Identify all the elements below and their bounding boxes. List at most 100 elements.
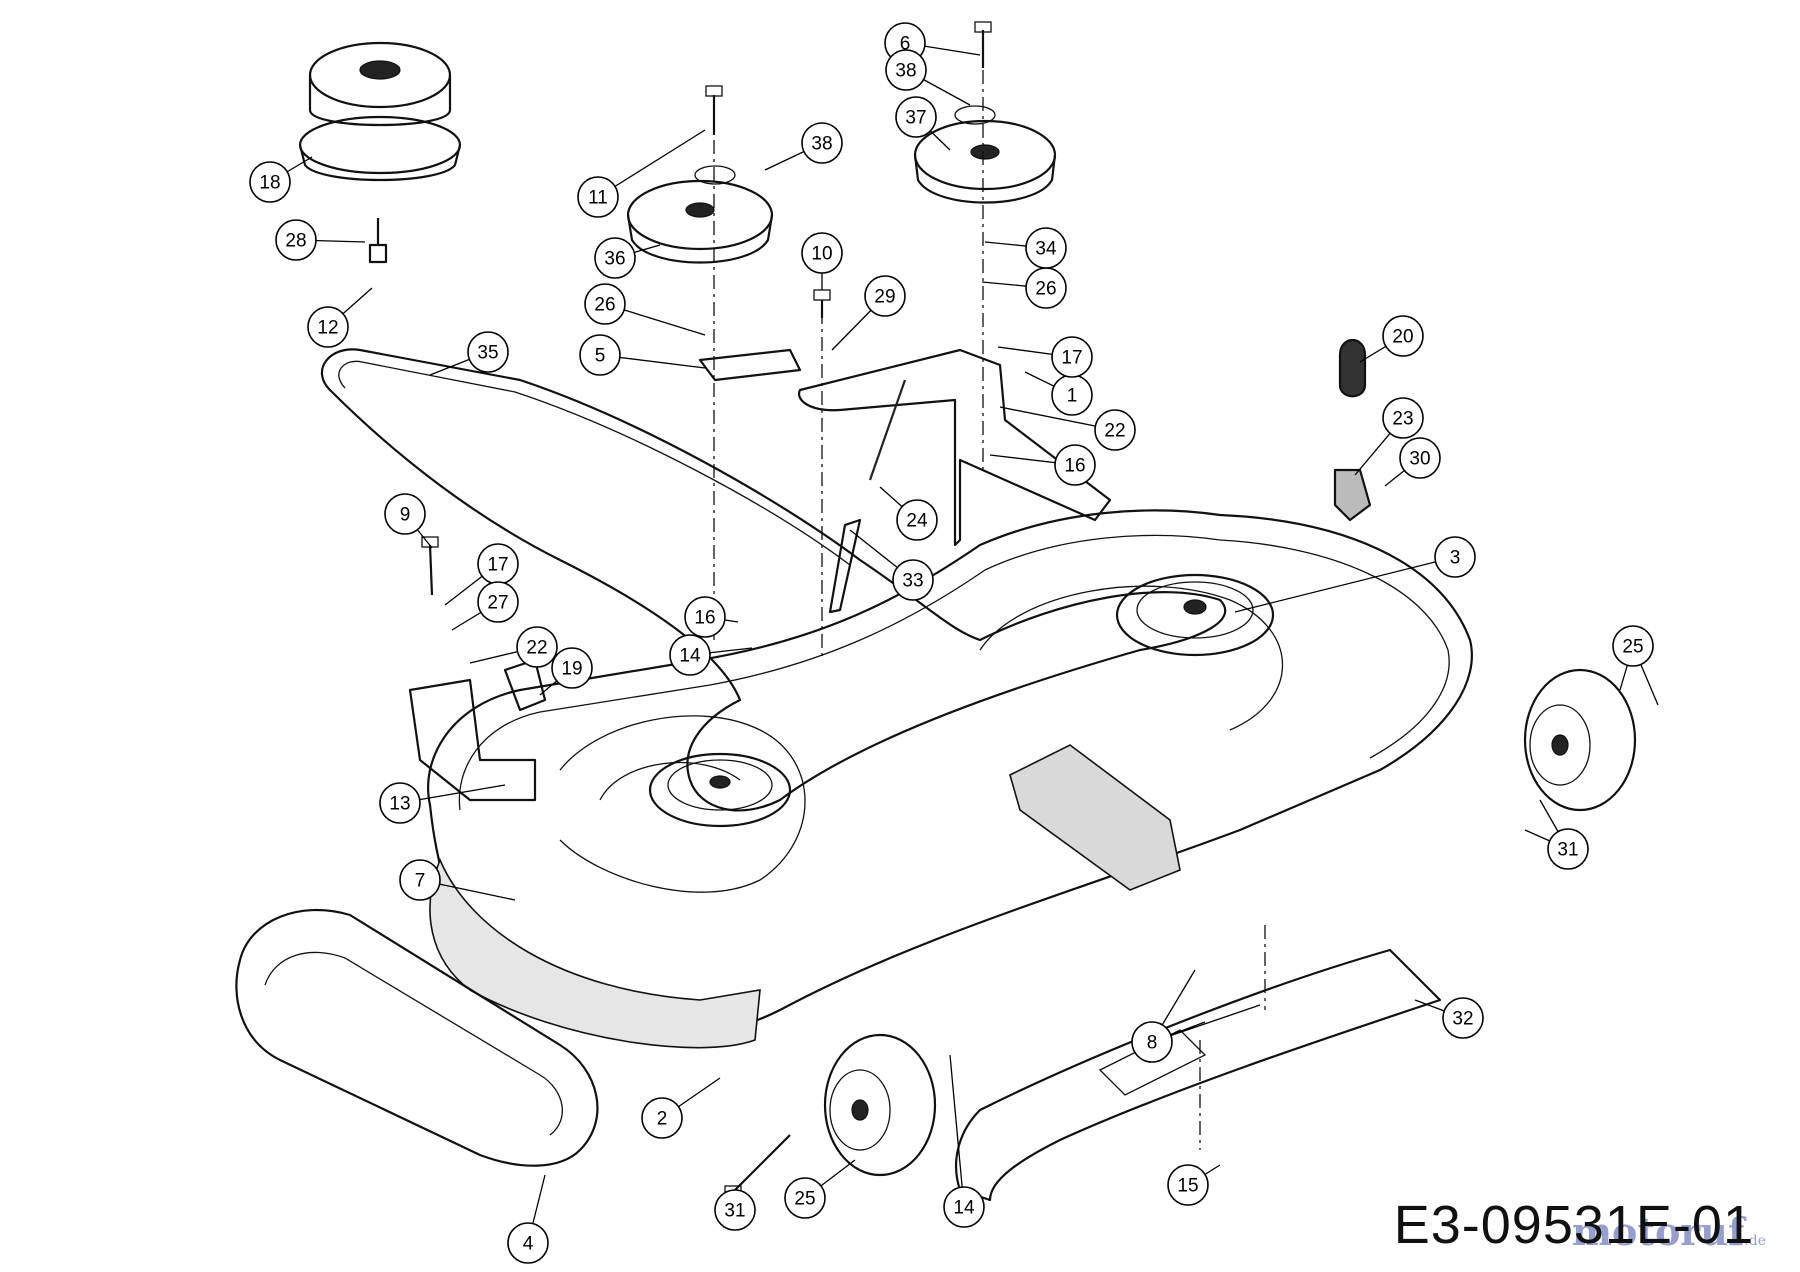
callout-circle xyxy=(477,581,519,623)
callout-25: 25 xyxy=(784,1177,826,1219)
callout-number: 16 xyxy=(694,608,715,629)
callout-number: 13 xyxy=(389,794,410,815)
callout-number: 10 xyxy=(811,244,832,265)
callout-number: 37 xyxy=(905,108,926,129)
callout-number: 29 xyxy=(874,287,895,308)
callout-circle xyxy=(1434,536,1476,578)
callout-36: 36 xyxy=(594,237,636,279)
spring xyxy=(868,379,907,481)
callout-circle xyxy=(577,176,619,218)
callout-circle xyxy=(943,1186,985,1228)
callout-circle xyxy=(594,237,636,279)
callout-number: 20 xyxy=(1392,327,1413,348)
callout-number: 22 xyxy=(1104,421,1125,442)
callout-27: 27 xyxy=(477,581,519,623)
callout-15: 15 xyxy=(1167,1164,1209,1206)
callout-circle xyxy=(641,1097,683,1139)
callout-37: 37 xyxy=(895,96,937,138)
callout-number: 31 xyxy=(724,1201,745,1222)
callout-circle xyxy=(1547,828,1589,870)
callout-35: 35 xyxy=(467,331,509,373)
callout-circle xyxy=(1131,1021,1173,1063)
idler-pulley-37 xyxy=(913,105,1057,204)
callout-number: 3 xyxy=(1450,548,1461,569)
callout-38: 38 xyxy=(801,122,843,164)
callout-24: 24 xyxy=(896,499,938,541)
idler-pulley-36 xyxy=(626,165,774,264)
mower-deck xyxy=(427,509,1473,1049)
callout-17: 17 xyxy=(1051,336,1093,378)
callout-number: 4 xyxy=(523,1234,534,1255)
callout-8: 8 xyxy=(1131,1021,1173,1063)
callout-circle xyxy=(1612,625,1654,667)
callout-28: 28 xyxy=(275,219,317,261)
callout-circle xyxy=(1025,227,1067,269)
callout-3: 3 xyxy=(1434,536,1476,578)
callout-26: 26 xyxy=(584,283,626,325)
callout-18: 18 xyxy=(249,161,291,203)
spindle-pulley-left xyxy=(648,752,792,828)
callout-circle xyxy=(801,122,843,164)
callout-circle xyxy=(714,1189,756,1231)
callout-16: 16 xyxy=(684,596,726,638)
watermark: motoruf.de xyxy=(1572,1209,1766,1254)
callout-number: 6 xyxy=(900,34,911,55)
callout-5: 5 xyxy=(579,334,621,376)
callout-number: 17 xyxy=(1061,348,1082,369)
callout-number: 16 xyxy=(1064,456,1085,477)
callout-1: 1 xyxy=(1051,374,1093,416)
callout-number: 22 xyxy=(526,638,547,659)
blade xyxy=(955,948,1442,1202)
callout-12: 12 xyxy=(307,306,349,348)
callout-number: 8 xyxy=(1147,1033,1158,1054)
gauge-wheel-rear xyxy=(1523,668,1637,812)
gauge-wheel-front xyxy=(823,1033,937,1177)
callout-circle xyxy=(1382,397,1424,439)
callout-circle xyxy=(892,559,934,601)
callout-circle xyxy=(507,1222,549,1264)
callout-number: 33 xyxy=(902,571,923,592)
callout-number: 9 xyxy=(400,505,411,526)
callout-4: 4 xyxy=(507,1222,549,1264)
callout-circle xyxy=(1382,315,1424,357)
callout-31: 31 xyxy=(714,1189,756,1231)
callout-number: 26 xyxy=(1035,279,1056,300)
callout-circle xyxy=(1054,444,1096,486)
callout-circle xyxy=(864,275,906,317)
electric-clutch xyxy=(298,41,462,182)
callout-circle xyxy=(307,306,349,348)
callout-number: 18 xyxy=(259,173,280,194)
callout-circle xyxy=(275,219,317,261)
callout-number: 28 xyxy=(285,231,306,252)
callout-29: 29 xyxy=(864,275,906,317)
callout-circle xyxy=(516,626,558,668)
watermark-suffix: .de xyxy=(1744,1233,1766,1249)
callout-circle xyxy=(579,334,621,376)
callout-number: 26 xyxy=(594,295,615,316)
drive-belt xyxy=(320,348,1227,812)
callout-circle xyxy=(551,647,593,689)
discharge-chute xyxy=(235,908,599,1167)
callout-number: 31 xyxy=(1557,840,1578,861)
callout-number: 38 xyxy=(811,134,832,155)
callout-26: 26 xyxy=(1025,267,1067,309)
callout-number: 27 xyxy=(487,593,508,614)
callout-11: 11 xyxy=(577,176,619,218)
callout-2: 2 xyxy=(641,1097,683,1139)
callout-25: 25 xyxy=(1612,625,1654,667)
callout-number: 34 xyxy=(1035,239,1057,260)
callout-circle xyxy=(801,232,843,274)
callout-number: 19 xyxy=(561,659,582,680)
callout-bubbles: 1234567891011121314141516161717181920222… xyxy=(249,22,1654,1264)
callout-circle xyxy=(249,161,291,203)
callout-31: 31 xyxy=(1547,828,1589,870)
callout-19: 19 xyxy=(551,647,593,689)
callout-10: 10 xyxy=(801,232,843,274)
watermark-name: motoruf xyxy=(1571,1209,1745,1254)
callout-17: 17 xyxy=(477,543,519,585)
callout-number: 12 xyxy=(317,318,338,339)
callout-number: 14 xyxy=(953,1198,975,1219)
callout-20: 20 xyxy=(1382,315,1424,357)
callout-number: 15 xyxy=(1177,1176,1198,1197)
